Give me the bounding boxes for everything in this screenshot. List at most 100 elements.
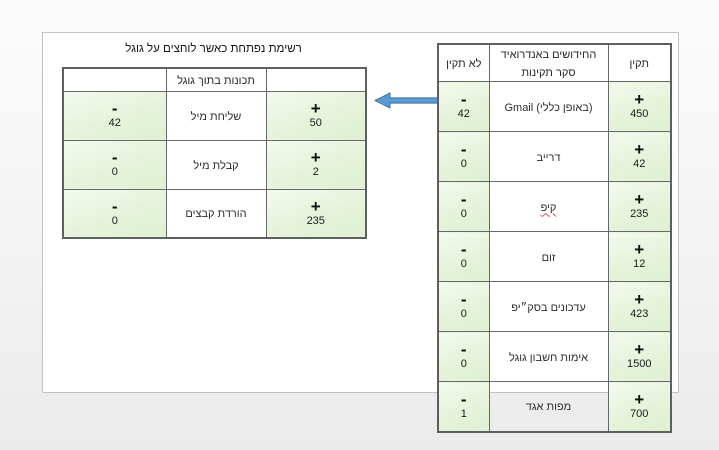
- minus-value: 0: [460, 258, 467, 270]
- plus-cell[interactable]: + 235: [607, 181, 672, 232]
- row-label: דרייב: [536, 151, 561, 164]
- label-cell[interactable]: אימות חשבון גוגל: [488, 331, 609, 382]
- plus-value: 450: [630, 108, 649, 120]
- plus-cell[interactable]: + 450: [607, 81, 672, 132]
- plus-symbol: +: [310, 99, 321, 118]
- minus-symbol: -: [111, 99, 118, 118]
- plus-symbol: +: [634, 90, 645, 109]
- minus-cell[interactable]: - 0: [437, 181, 490, 232]
- minus-value: 0: [111, 214, 118, 227]
- row-label: Gmail (באופן כללי): [504, 101, 593, 114]
- table-row: - 0 הורדת קבצים + 235: [62, 188, 367, 239]
- header-not-ok-cell[interactable]: לא תקין: [437, 43, 490, 82]
- plus-symbol: +: [634, 290, 645, 309]
- minus-value: 42: [457, 108, 470, 120]
- table-row: - 42 שליחת מיל + 50: [62, 90, 367, 141]
- label-cell[interactable]: זום: [488, 231, 609, 282]
- plus-value: 42: [633, 158, 646, 170]
- plus-value: 235: [306, 214, 325, 227]
- label-cell[interactable]: דרייב: [488, 131, 609, 182]
- minus-value: 0: [460, 158, 467, 170]
- table-row: - 0 קבלת מיל + 2: [62, 139, 367, 190]
- plus-symbol: +: [310, 148, 321, 167]
- plus-value: 1500: [627, 358, 652, 370]
- row-label: אימות חשבון גוגל: [508, 351, 588, 364]
- table-row: - 0 אימות חשבון גוגל + 1500: [437, 331, 672, 382]
- left-table-title[interactable]: רשימת נפתחת כאשר לוחצים על גוגל: [125, 43, 302, 55]
- plus-cell[interactable]: + 1500: [607, 331, 672, 382]
- header-ok-cell[interactable]: תקין: [607, 43, 672, 82]
- label-cell[interactable]: Gmail (באופן כללי): [488, 81, 609, 132]
- table-row: - 0 קיפ + 235: [437, 181, 672, 232]
- header-label: תכונות בתוך גוגל: [177, 74, 255, 87]
- table-row: - 0 דרייב + 42: [437, 131, 672, 182]
- plus-symbol: +: [634, 240, 645, 259]
- plus-cell[interactable]: + 50: [265, 90, 367, 141]
- minus-value: 0: [460, 358, 467, 370]
- minus-symbol: -: [111, 148, 118, 167]
- table-row: - 42 Gmail (באופן כללי) + 450: [437, 81, 672, 132]
- left-table: תכונות בתוך גוגל - 42 שליחת מיל + 50 - 0: [62, 67, 367, 239]
- minus-cell[interactable]: - 0: [62, 139, 167, 190]
- minus-cell[interactable]: - 0: [437, 231, 490, 282]
- label-cell[interactable]: מפות אגד: [488, 381, 609, 432]
- minus-symbol: -: [460, 389, 467, 409]
- minus-symbol: -: [460, 190, 467, 209]
- row-label: קבלת מיל: [193, 159, 239, 172]
- row-label: הורדת קבצים: [185, 208, 247, 221]
- plus-cell[interactable]: + 42: [607, 131, 672, 182]
- minus-symbol: -: [460, 240, 467, 259]
- minus-cell[interactable]: - 0: [62, 188, 167, 239]
- plus-value: 700: [630, 407, 649, 420]
- plus-cell[interactable]: + 12: [607, 231, 672, 282]
- header-label-cell[interactable]: תכונות בתוך גוגל: [165, 67, 267, 92]
- left-arrow-icon[interactable]: [373, 91, 445, 110]
- minus-value: 0: [111, 166, 118, 178]
- label-cell[interactable]: עדכונים בסק״יפ: [488, 281, 609, 332]
- table-row: - 1 מפות אגד + 700: [437, 381, 672, 432]
- minus-symbol: -: [460, 140, 467, 159]
- minus-value: 1: [460, 407, 467, 420]
- table-row: - 0 זום + 12: [437, 231, 672, 282]
- plus-cell[interactable]: + 700: [607, 381, 672, 432]
- minus-value: 0: [460, 308, 467, 320]
- plus-value: 50: [309, 117, 322, 129]
- label-cell[interactable]: הורדת קבצים: [165, 188, 267, 239]
- table-row: - 0 עדכונים בסק״יפ + 423: [437, 281, 672, 332]
- minus-value: 0: [460, 208, 467, 220]
- header-subject-cell[interactable]: החידושים באנדרואיד סקר תקינות: [488, 43, 609, 82]
- header-empty-cell[interactable]: [62, 67, 167, 92]
- plus-cell[interactable]: + 235: [265, 188, 367, 239]
- label-cell[interactable]: קיפ: [488, 181, 609, 232]
- minus-cell[interactable]: - 1: [437, 381, 490, 432]
- plus-symbol: +: [634, 389, 645, 409]
- minus-symbol: -: [111, 196, 118, 216]
- ok-header: תקין: [629, 58, 650, 70]
- row-label: זום: [541, 251, 556, 264]
- minus-cell[interactable]: - 42: [437, 81, 490, 132]
- header-empty-cell[interactable]: [265, 67, 367, 92]
- plus-value: 12: [633, 258, 646, 270]
- minus-symbol: -: [460, 290, 467, 309]
- row-label: מפות אגד: [525, 401, 572, 414]
- row-label: שליחת מיל: [190, 110, 242, 123]
- plus-cell[interactable]: + 2: [265, 139, 367, 190]
- label-cell[interactable]: קבלת מיל: [165, 139, 267, 190]
- plus-cell[interactable]: + 423: [607, 281, 672, 332]
- table-header-row: תכונות בתוך גוגל: [62, 67, 367, 92]
- not-ok-header: לא תקין: [446, 58, 482, 70]
- label-cell[interactable]: שליחת מיל: [165, 90, 267, 141]
- minus-cell[interactable]: - 0: [437, 131, 490, 182]
- plus-symbol: +: [634, 140, 645, 159]
- minus-cell[interactable]: - 0: [437, 281, 490, 332]
- plus-symbol: +: [634, 190, 645, 209]
- plus-symbol: +: [310, 196, 321, 216]
- minus-cell[interactable]: - 42: [62, 90, 167, 141]
- row-label: עדכונים בסק״יפ: [511, 301, 586, 314]
- plus-symbol: +: [634, 340, 645, 359]
- minus-cell[interactable]: - 0: [437, 331, 490, 382]
- right-table: לא תקין החידושים באנדרואיד סקר תקינות תק…: [437, 43, 672, 433]
- plus-value: 235: [630, 208, 649, 220]
- minus-value: 42: [108, 117, 121, 129]
